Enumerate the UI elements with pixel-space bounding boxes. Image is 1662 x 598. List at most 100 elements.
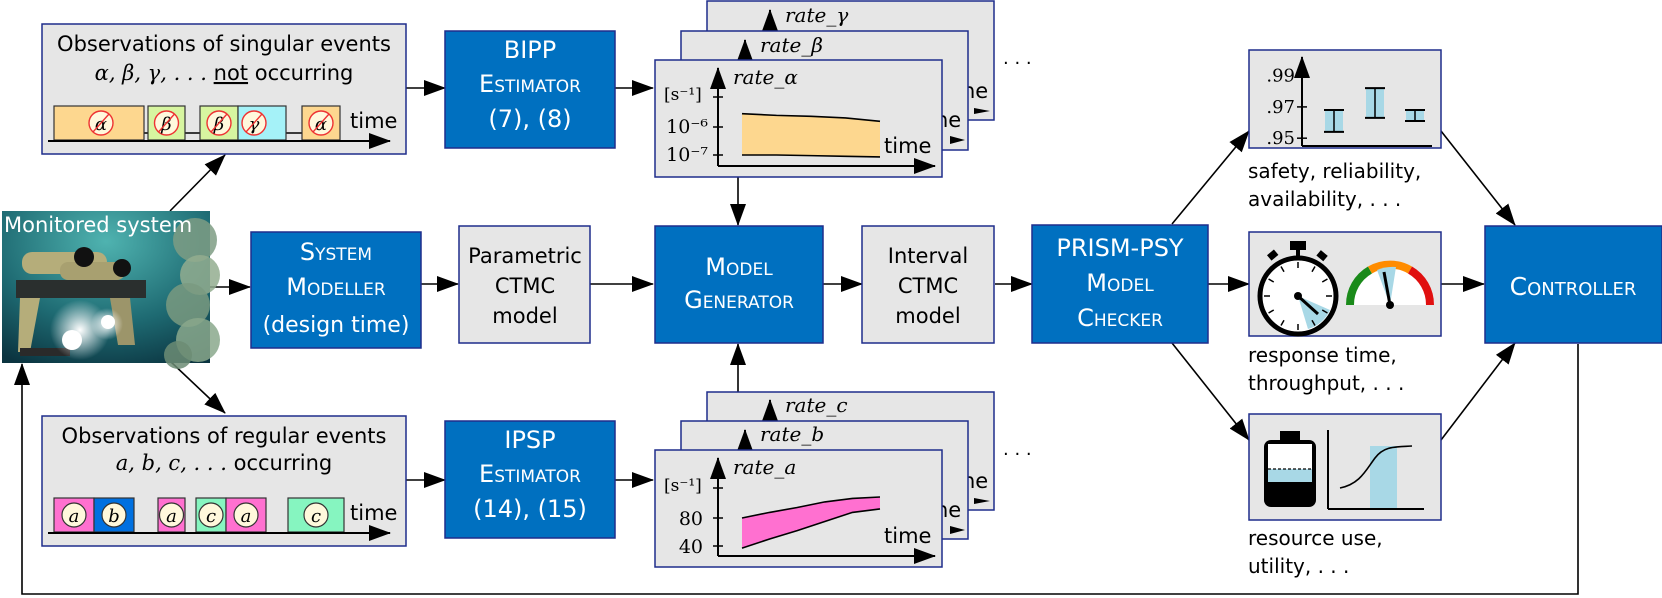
ipsp-line2: Estimator: [479, 460, 581, 488]
gauge-icon: [1345, 260, 1435, 309]
ytick-label: .95: [1266, 128, 1295, 149]
regular-event-box: a: [225, 497, 267, 533]
safety-caption-line2: availability, . . .: [1248, 187, 1401, 211]
singular-event-box: α: [53, 105, 145, 141]
monitored-system-label: Monitored system: [4, 213, 192, 237]
safety-caption-line1: safety, reliability,: [1248, 159, 1421, 183]
arrow-safety-to-controller: [1440, 130, 1516, 226]
chart-card-rate-alpha: rate_α [s⁻¹] 10⁻⁶ 10⁻⁷ time: [654, 59, 943, 178]
performance-caption-line1: response time,: [1248, 343, 1397, 367]
interval-area: [742, 113, 880, 157]
rate-alpha-area: [741, 112, 881, 158]
model-generator-box[interactable]: Model Generator: [654, 225, 824, 344]
chart-card-rate-a: rate_a [s⁻¹] 80 40 time: [654, 449, 943, 568]
regular-event-box: a: [53, 497, 95, 533]
performance-panel: response time, throughput, . . .: [1248, 231, 1442, 395]
x-axis-label: time: [884, 134, 931, 158]
parametric-line3: model: [492, 304, 557, 328]
model-generator-line2: Generator: [684, 286, 794, 314]
regular-events-panel: Observations of regular events a, b, c, …: [41, 415, 407, 547]
prism-model-checker-box[interactable]: PRISM-PSY Model Checker: [1031, 224, 1209, 344]
stopwatch-icon: [1257, 241, 1339, 337]
arrow-prism-to-resource: [1171, 342, 1250, 441]
ytick-label: 10⁻⁷: [666, 144, 708, 166]
singular-events-subtitle: α, β, γ, . . . not occurring: [95, 61, 354, 85]
interval-line1: Interval: [888, 244, 968, 268]
ytick-label: .97: [1266, 97, 1295, 118]
interval-ctmc-box[interactable]: Interval CTMC model: [861, 225, 995, 344]
parametric-line1: Parametric: [468, 244, 582, 268]
arrow-system-to-regular: [169, 360, 226, 414]
resource-panel: resource use, utility, . . .: [1248, 413, 1442, 578]
ipsp-line3: (14), (15): [473, 495, 587, 523]
regular-event-box: c: [287, 497, 345, 533]
regular-event-box: a: [157, 497, 186, 533]
ytick-label: 40: [679, 536, 703, 558]
resource-caption-line2: utility, . . .: [1248, 554, 1349, 578]
ipsp-estimator-box[interactable]: IPSP Estimator (14), (15): [444, 420, 616, 539]
rate-alpha-title: rate_α: [733, 65, 798, 89]
event-symbol: a: [241, 506, 252, 527]
upper-bound-line: [741, 496, 881, 519]
rate-charts-regular: rate_c ne rate_b ne rate_a [s⁻¹] 80 40 t…: [654, 391, 1032, 568]
bipp-line3: (7), (8): [488, 105, 571, 133]
rate-charts-singular: rate_γ ne rate_β ne rate_α [s⁻¹] 10⁻⁶ 10…: [654, 0, 1032, 178]
ytick-label: 80: [679, 508, 703, 530]
singular-event-box: β: [199, 105, 239, 141]
more-rates-ellipsis: . . .: [1003, 439, 1032, 460]
ytick-label: .99: [1266, 66, 1295, 87]
resource-caption-line1: resource use,: [1248, 526, 1383, 550]
battery-icon: [1264, 431, 1316, 507]
arrow-system-to-singular: [169, 154, 226, 212]
event-symbol: c: [206, 506, 216, 527]
arrow-resource-to-controller: [1440, 342, 1516, 441]
lower-bound-line: [742, 154, 881, 158]
ipsp-line1: IPSP: [504, 426, 555, 454]
coral-image: [164, 218, 220, 369]
more-rates-ellipsis: . . .: [1003, 48, 1032, 69]
interval-area: [742, 497, 880, 549]
x-axis-label: time: [884, 524, 931, 548]
parametric-ctmc-box[interactable]: Parametric CTMC model: [458, 225, 591, 344]
prism-line3: Checker: [1077, 304, 1163, 332]
lower-bound-line: [741, 508, 881, 549]
prism-line1: PRISM-PSY: [1056, 234, 1184, 262]
system-modeller-box[interactable]: System Modeller (design time): [250, 231, 422, 349]
safety-panel: .99 .97 .95 safety, reliability, availabil…: [1248, 49, 1442, 211]
monitored-system[interactable]: Monitored system: [2, 211, 220, 369]
system-modeller-line3: (design time): [263, 313, 410, 338]
singular-events-title: Observations of singular events: [57, 32, 391, 56]
interval-line3: model: [895, 304, 960, 328]
event-symbol: γ: [249, 114, 260, 135]
event-symbol: c: [311, 506, 321, 527]
system-modeller-line2: Modeller: [286, 273, 386, 301]
y-unit-label: [s⁻¹]: [664, 85, 702, 105]
regular-event-box: b: [93, 497, 135, 533]
event-symbol: α: [95, 114, 107, 135]
regular-time-label: time: [350, 501, 397, 525]
controller-label: Controller: [1510, 272, 1637, 301]
regular-events-subtitle: a, b, c, . . . occurring: [116, 451, 332, 475]
utility-curve-icon: [1327, 430, 1424, 510]
interval-bar: [1365, 87, 1385, 119]
connectors: [13, 80, 1579, 595]
arrow-prism-to-safety: [1171, 130, 1250, 225]
prism-line2: Model: [1086, 269, 1154, 297]
controller-box[interactable]: Controller: [1484, 225, 1662, 344]
bipp-line1: BIPP: [504, 36, 557, 64]
event-symbol: a: [69, 506, 80, 527]
regular-event-box: c: [195, 497, 227, 533]
bipp-estimator-box[interactable]: BIPP Estimator (7), (8): [444, 30, 616, 149]
singular-time-label: time: [350, 109, 397, 133]
event-symbol: a: [166, 506, 177, 527]
interval-bar: [1324, 109, 1344, 133]
singular-event-box: γ: [237, 105, 287, 141]
bipp-line2: Estimator: [479, 70, 581, 98]
y-unit-label: [s⁻¹]: [664, 476, 702, 496]
singular-event-box: α: [301, 105, 341, 141]
upper-bound-line: [741, 112, 881, 123]
rate-b-title: rate_b: [760, 422, 824, 446]
event-symbol: b: [108, 506, 120, 527]
